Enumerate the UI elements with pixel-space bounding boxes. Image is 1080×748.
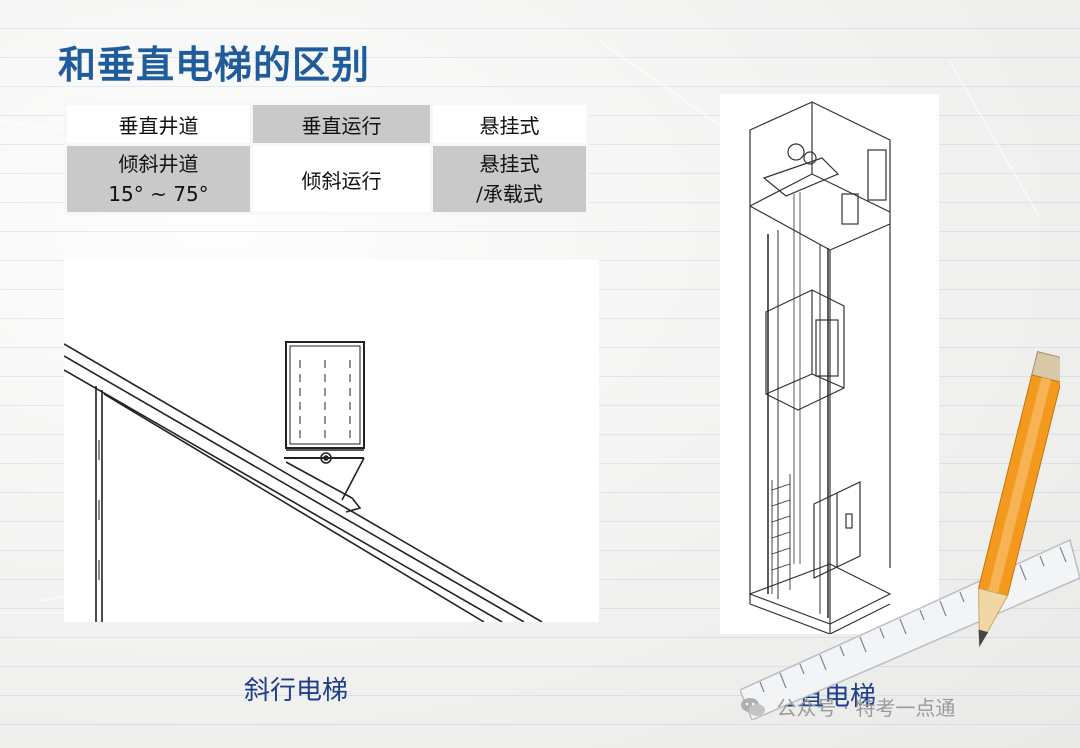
slide-title: 和垂直电梯的区别 — [58, 43, 371, 87]
caption-incline: 斜行电梯 — [244, 676, 349, 706]
cell-motion: 倾斜运行 — [250, 143, 433, 215]
pencil-decoration — [977, 351, 1060, 649]
incline-elevator-drawing — [63, 260, 599, 623]
table-row: 倾斜井道 15° ~ 75° 倾斜运行 悬挂式 /承载式 — [64, 143, 589, 215]
table-row: 垂直井道 垂直运行 悬挂式 — [64, 102, 589, 146]
cell-shaft: 倾斜井道 15° ~ 75° — [64, 143, 253, 215]
cell-type: 悬挂式 — [430, 102, 589, 146]
comparison-table: 垂直井道 垂直运行 悬挂式 倾斜井道 15° ~ 75° 倾斜运行 悬挂式 /承… — [64, 102, 589, 215]
cell-motion: 垂直运行 — [250, 102, 433, 146]
vertical-elevator-drawing — [720, 94, 939, 635]
wechat-icon — [740, 696, 766, 723]
watermark-text: 公众号 · 特考一点通 — [776, 696, 956, 720]
cell-type: 悬挂式 /承载式 — [430, 143, 589, 215]
cell-shaft: 垂直井道 — [64, 102, 253, 146]
watermark: 公众号 · 特考一点通 — [740, 692, 955, 723]
